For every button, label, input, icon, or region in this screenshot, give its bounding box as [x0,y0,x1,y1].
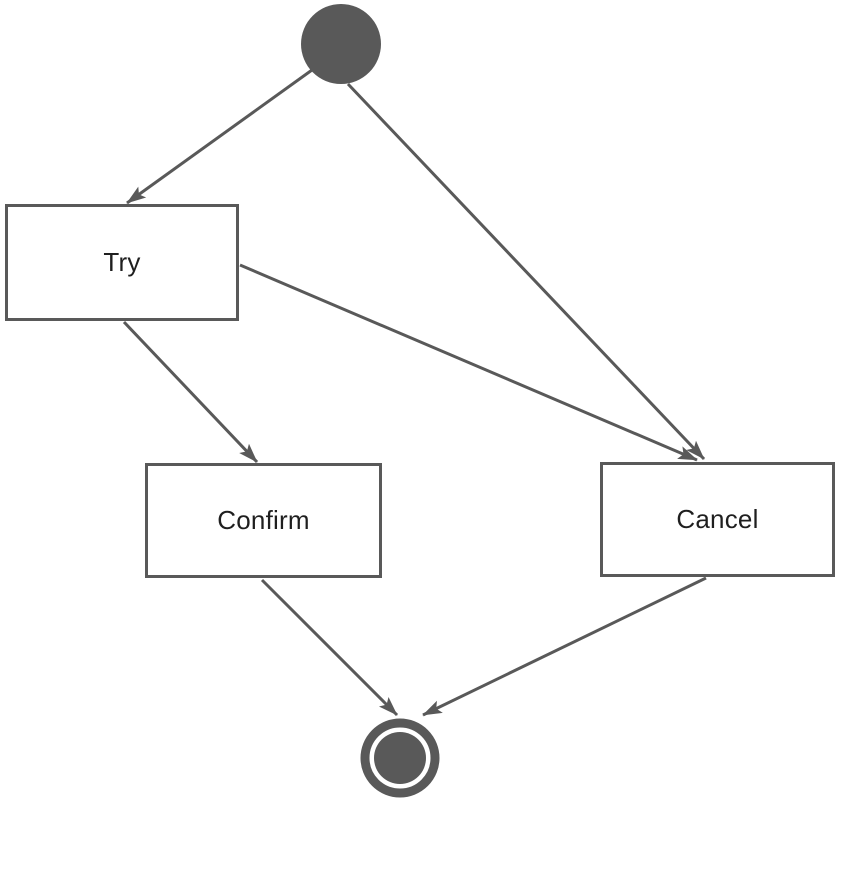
edge-cancel-to-final[interactable] [422,576,707,717]
state-node-try[interactable]: Try [5,204,239,321]
final-state-node[interactable] [360,718,440,798]
state-label-cancel: Cancel [676,504,759,534]
edge-try-to-cancel[interactable] [239,263,698,462]
edge-initial-to-try[interactable] [126,68,313,205]
state-label-try: Try [103,247,141,277]
state-label-confirm: Confirm [217,505,310,535]
edge-try-to-confirm[interactable] [122,320,259,464]
state-node-cancel[interactable]: Cancel [600,462,835,577]
final-state-inner-dot [374,732,426,784]
edge-confirm-to-final[interactable] [260,578,399,717]
state-node-confirm[interactable]: Confirm [145,463,382,578]
edge-initial-to-cancel[interactable] [346,82,706,461]
initial-state-node[interactable] [301,4,381,84]
